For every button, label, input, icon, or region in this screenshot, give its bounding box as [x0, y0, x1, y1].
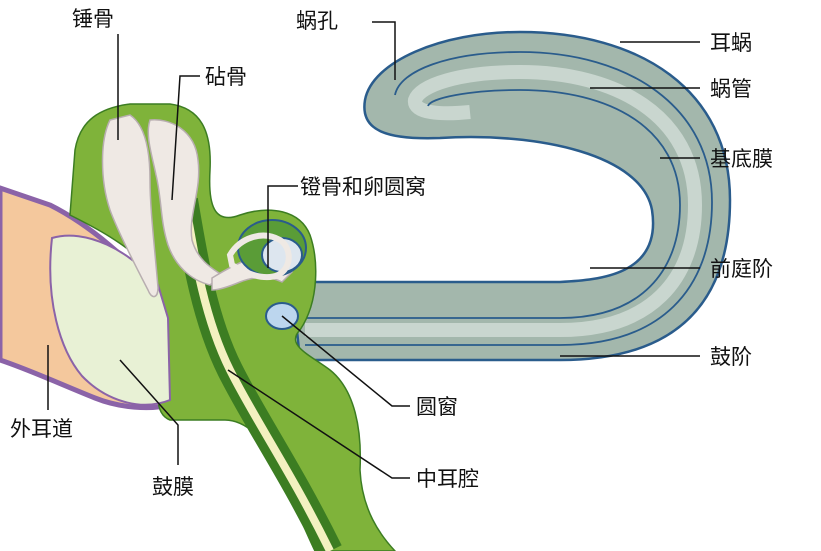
label-eardrum: 鼓膜: [152, 475, 194, 499]
label-incus: 砧骨: [205, 65, 247, 89]
leader-round-window: [281, 315, 410, 407]
eardrum: [49, 234, 172, 406]
label-scala-vestibuli: 前庭阶: [710, 257, 773, 281]
eardrum-membrane: [49, 234, 172, 406]
label-round-window: 圆窗: [416, 395, 458, 419]
stapes-arch: [226, 232, 292, 281]
label-ear-canal: 外耳道: [10, 417, 73, 441]
label-helicotrema: 蜗孔: [296, 9, 338, 33]
leader-helicotrema: [372, 21, 396, 80]
leader-eardrum: [119, 359, 179, 465]
leader-lines: [47, 21, 700, 479]
label-basilar-membrane: 基底膜: [710, 147, 773, 171]
vestibular-line: [305, 51, 713, 346]
leader-stapes: [267, 185, 298, 268]
basilar-membrane-line: [305, 89, 681, 319]
ossicles: [101, 114, 307, 330]
label-middle-ear-cavity: 中耳腔: [416, 467, 479, 491]
label-scala-tympani: 鼓阶: [710, 345, 752, 369]
label-cochlea: 耳蜗: [710, 31, 752, 55]
leader-incus: [171, 75, 200, 201]
label-stapes-oval-window: 镫骨和卵圆窝: [300, 175, 426, 199]
malleus-bone: [101, 114, 159, 298]
label-cochlear-duct: 蜗管: [710, 77, 752, 101]
labels: 锤骨 砧骨 镫骨和卵圆窝 蜗孔 耳蜗 蜗管 基底膜 前庭阶 鼓阶 圆窗 中耳腔 …: [10, 7, 773, 499]
leader-middle-ear: [227, 369, 410, 479]
cochlea-outer: [290, 30, 732, 362]
label-malleus: 锤骨: [72, 7, 114, 31]
